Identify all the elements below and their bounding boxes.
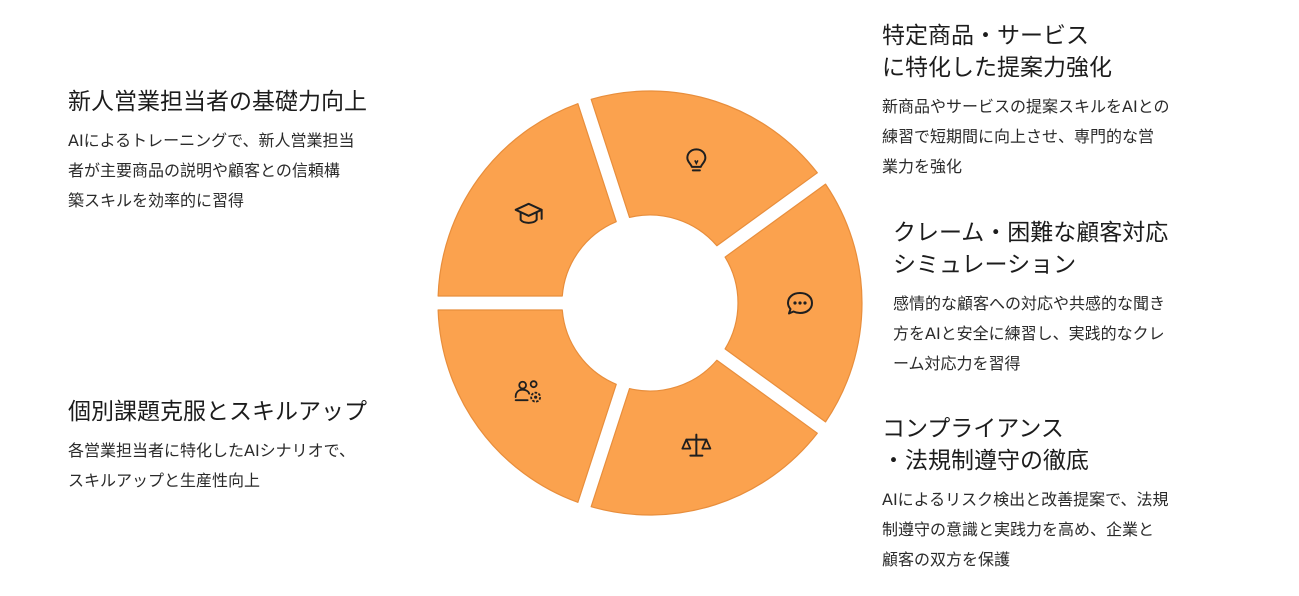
item-basic-training: 新人営業担当者の基礎力向上 AIによるトレーニングで、新人営業担当 者が主要商品… (68, 86, 367, 216)
item-description: AIによるトレーニングで、新人営業担当 者が主要商品の説明や顧客との信頼構 築ス… (68, 131, 355, 210)
item-description: 新商品やサービスの提案スキルをAIとの 練習で短期間に向上させ、専門的な営 業力… (882, 97, 1170, 176)
item-compliance: コンプライアンス ・法規制遵守の徹底 AIによるリスク検出と改善提案で、法規 制… (882, 413, 1169, 575)
item-product-proposal: 特定商品・サービス に特化した提案力強化 新商品やサービスの提案スキルをAIとの… (882, 20, 1170, 182)
scales-icon (681, 433, 712, 457)
item-title: クレーム・困難な顧客対応 シミュレーション (893, 220, 1169, 278)
ring-segment (724, 183, 863, 423)
ring-segment (590, 359, 818, 516)
item-description: 各営業担当者に特化したAIシナリオで、 スキルアップと生産性向上 (68, 441, 356, 490)
ring-segment (437, 103, 617, 297)
ring-segment (590, 90, 818, 247)
item-title: 個別課題克服とスキルアップ (68, 399, 367, 425)
item-title: 新人営業担当者の基礎力向上 (68, 89, 367, 115)
ring-segment (437, 309, 617, 503)
ring-segment-shape (590, 359, 818, 516)
ring-segment-shape (590, 90, 818, 247)
team-settings-icon (514, 380, 542, 403)
item-title: コンプライアンス ・法規制遵守の徹底 (882, 416, 1089, 474)
ring-segment-shape (437, 309, 617, 503)
item-title: 特定商品・サービス に特化した提案力強化 (882, 23, 1112, 81)
item-claim-handling: クレーム・困難な顧客対応 シミュレーション 感情的な顧客への対応や共感的な聞き … (893, 217, 1168, 379)
segmented-ring-diagram (430, 83, 870, 523)
item-description: 感情的な顧客への対応や共感的な聞き 方をAIと安全に練習し、実践的なクレ ーム対… (893, 294, 1166, 373)
ring-segment-shape (437, 103, 617, 297)
graduation-cap-icon (514, 202, 543, 224)
lightbulb-icon (686, 148, 707, 172)
item-individual-skillup: 個別課題克服とスキルアップ 各営業担当者に特化したAIシナリオで、 スキルアップ… (68, 396, 367, 496)
ring-svg (437, 90, 863, 516)
speech-bubble-icon (787, 292, 813, 315)
item-description: AIによるリスク検出と改善提案で、法規 制遵守の意識と実践力を高め、企業と 顧客… (882, 490, 1169, 569)
